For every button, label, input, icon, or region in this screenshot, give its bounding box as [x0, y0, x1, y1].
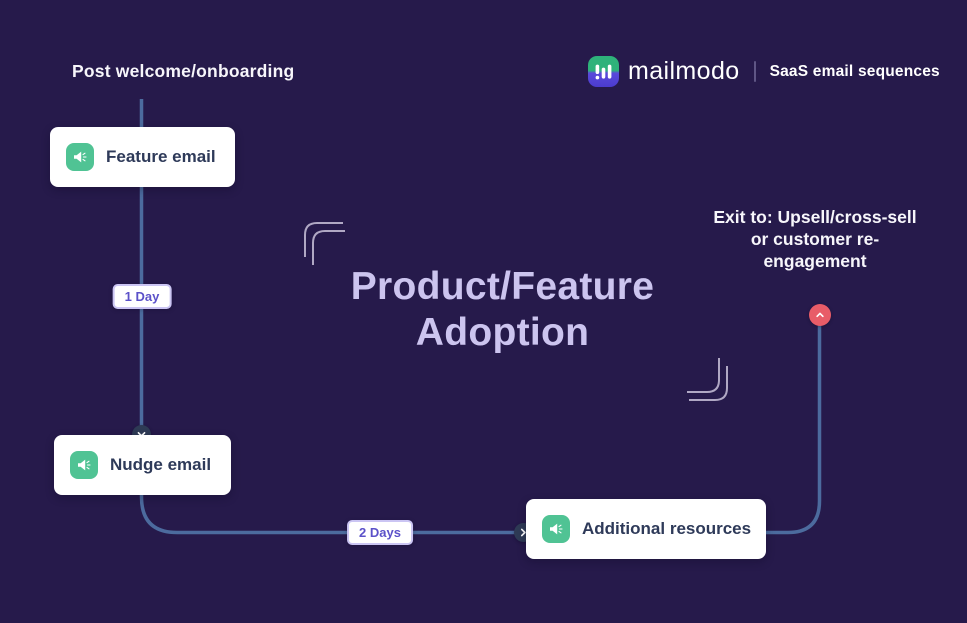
step-label: Nudge email	[110, 455, 212, 474]
exit-label-line: or customer re-	[750, 229, 880, 249]
brand-name: mailmodo	[628, 57, 740, 85]
step-card-nudge-email: Nudge email	[54, 435, 231, 495]
flow-title-line: Adoption	[415, 311, 590, 354]
step-card-feature-email: Feature email	[50, 127, 235, 187]
step-label: Feature email	[106, 147, 216, 166]
exit-label-line: Exit to: Upsell/cross-sell	[713, 207, 917, 227]
brand-bar: mailmodo SaaS email sequences	[588, 56, 940, 87]
exit-label-line: engagement	[763, 251, 867, 271]
chevron-up-icon	[809, 304, 831, 326]
megaphone-email-icon	[66, 143, 94, 171]
exit-stage-label: Exit to: Upsell/cross-sell or customer r…	[705, 206, 925, 272]
mailmodo-logo-icon	[588, 56, 619, 87]
brand-tagline: SaaS email sequences	[769, 62, 940, 80]
flow-title: Product/Feature Adoption	[295, 264, 710, 356]
megaphone-email-icon	[70, 451, 98, 479]
decorative-corner-bracket	[304, 222, 345, 265]
delay-badge-1-day: 1 Day	[112, 284, 172, 309]
decorative-corner-bracket	[687, 358, 728, 401]
delay-badge-2-days: 2 Days	[347, 520, 413, 545]
step-label: Additional resources	[582, 519, 752, 538]
step-card-additional-resources: Additional resources	[526, 499, 766, 559]
brand-divider	[753, 61, 756, 82]
flow-title-line: Product/Feature	[350, 265, 655, 308]
megaphone-email-icon	[542, 515, 570, 543]
entry-stage-label: Post welcome/onboarding	[72, 61, 295, 81]
